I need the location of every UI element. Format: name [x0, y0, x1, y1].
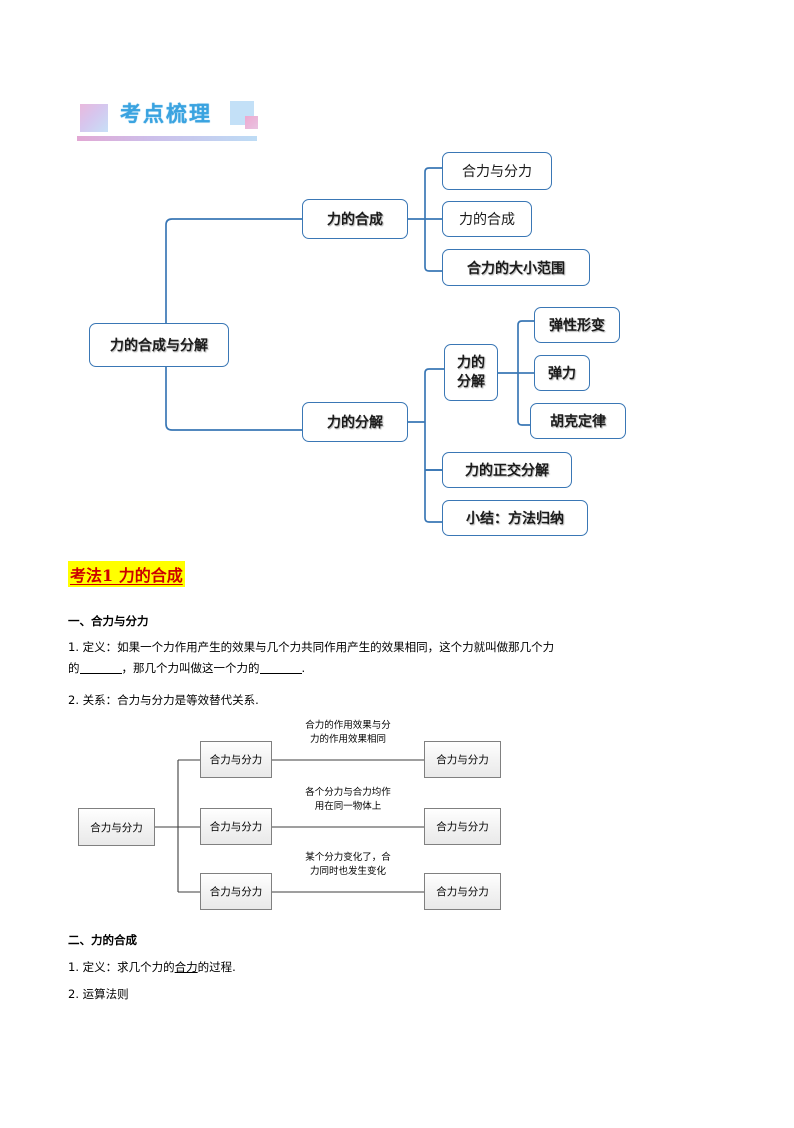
- composition-definition-c: 的过程.: [197, 960, 236, 974]
- relation-paragraph: 2. 关系：合力与分力是等效替代关系.: [68, 693, 259, 707]
- gnode-mid-3: 合力与分力: [200, 873, 272, 910]
- mindmap-node-summary-methods: 小结：方法归纳: [442, 500, 588, 536]
- definition-line1: 1. 定义：如果一个力作用产生的效果与几个力共同作用产生的效果相同，这个力就叫做…: [68, 640, 555, 654]
- mindmap-node-orthogonal-decomposition: 力的正交分解: [442, 452, 572, 488]
- gnode-right-1: 合力与分力: [424, 741, 501, 778]
- mindmap-node-resultant-magnitude-range: 合力的大小范围: [442, 249, 590, 286]
- blank-field-1: [79, 660, 122, 674]
- edge-label-3: 某个分力变化了，合 力同时也发生变化: [305, 852, 391, 877]
- definition-line2-a: 的: [68, 661, 80, 675]
- mindmap-node-root: 力的合成与分解: [89, 323, 229, 367]
- edge-label-2: 各个分力与合力均作 用在同一物体上: [305, 787, 391, 812]
- gnode-right-3: 合力与分力: [424, 873, 501, 910]
- mindmap-node-composition-of-forces: 力的合成: [442, 201, 532, 237]
- gradient-square-icon: [80, 104, 108, 132]
- composition-definition-a: 1. 定义：求几个力的: [68, 960, 175, 974]
- definition-line2-c: .: [301, 661, 306, 675]
- composition-definition-underlined: 合力: [174, 960, 198, 974]
- blank-field-2: [259, 660, 302, 674]
- pink-square-icon: [245, 116, 258, 129]
- header-underline-bar: [77, 136, 257, 141]
- mindmap-node-elastic-deformation: 弹性形变: [534, 307, 620, 343]
- definition-line2-b: ，那几个力叫做这一个力的: [121, 661, 260, 675]
- mindmap-node-elastic-force: 弹力: [534, 355, 590, 391]
- exam-method-heading: 考法1 力的合成: [68, 561, 185, 587]
- section-header: 考点梳理: [72, 96, 332, 148]
- gnode-right-2: 合力与分力: [424, 808, 501, 845]
- mindmap-node-force-composition: 力的合成: [302, 199, 408, 239]
- composition-definition: 1. 定义：求几个力的合力的过程.: [68, 957, 236, 978]
- subsection-two-heading: 二、力的合成: [68, 933, 137, 947]
- mindmap-node-force-decomposition-sub: 力的 分解: [444, 344, 498, 401]
- gnode-mid-2: 合力与分力: [200, 808, 272, 845]
- gnode-root: 合力与分力: [78, 808, 155, 846]
- subsection-one-heading: 一、合力与分力: [68, 614, 149, 628]
- gnode-mid-1: 合力与分力: [200, 741, 272, 778]
- mindmap-node-resultant-and-component: 合力与分力: [442, 152, 552, 190]
- definition-paragraph: 1. 定义：如果一个力作用产生的效果与几个力共同作用产生的效果相同，这个力就叫做…: [68, 637, 728, 679]
- edge-label-1: 合力的作用效果与分 力的作用效果相同: [305, 720, 391, 745]
- operation-rule-item: 2. 运算法则: [68, 987, 129, 1001]
- mindmap-node-hookes-law: 胡克定律: [530, 403, 626, 439]
- mindmap-node-force-decomposition: 力的分解: [302, 402, 408, 442]
- section-header-title: 考点梳理: [120, 102, 212, 126]
